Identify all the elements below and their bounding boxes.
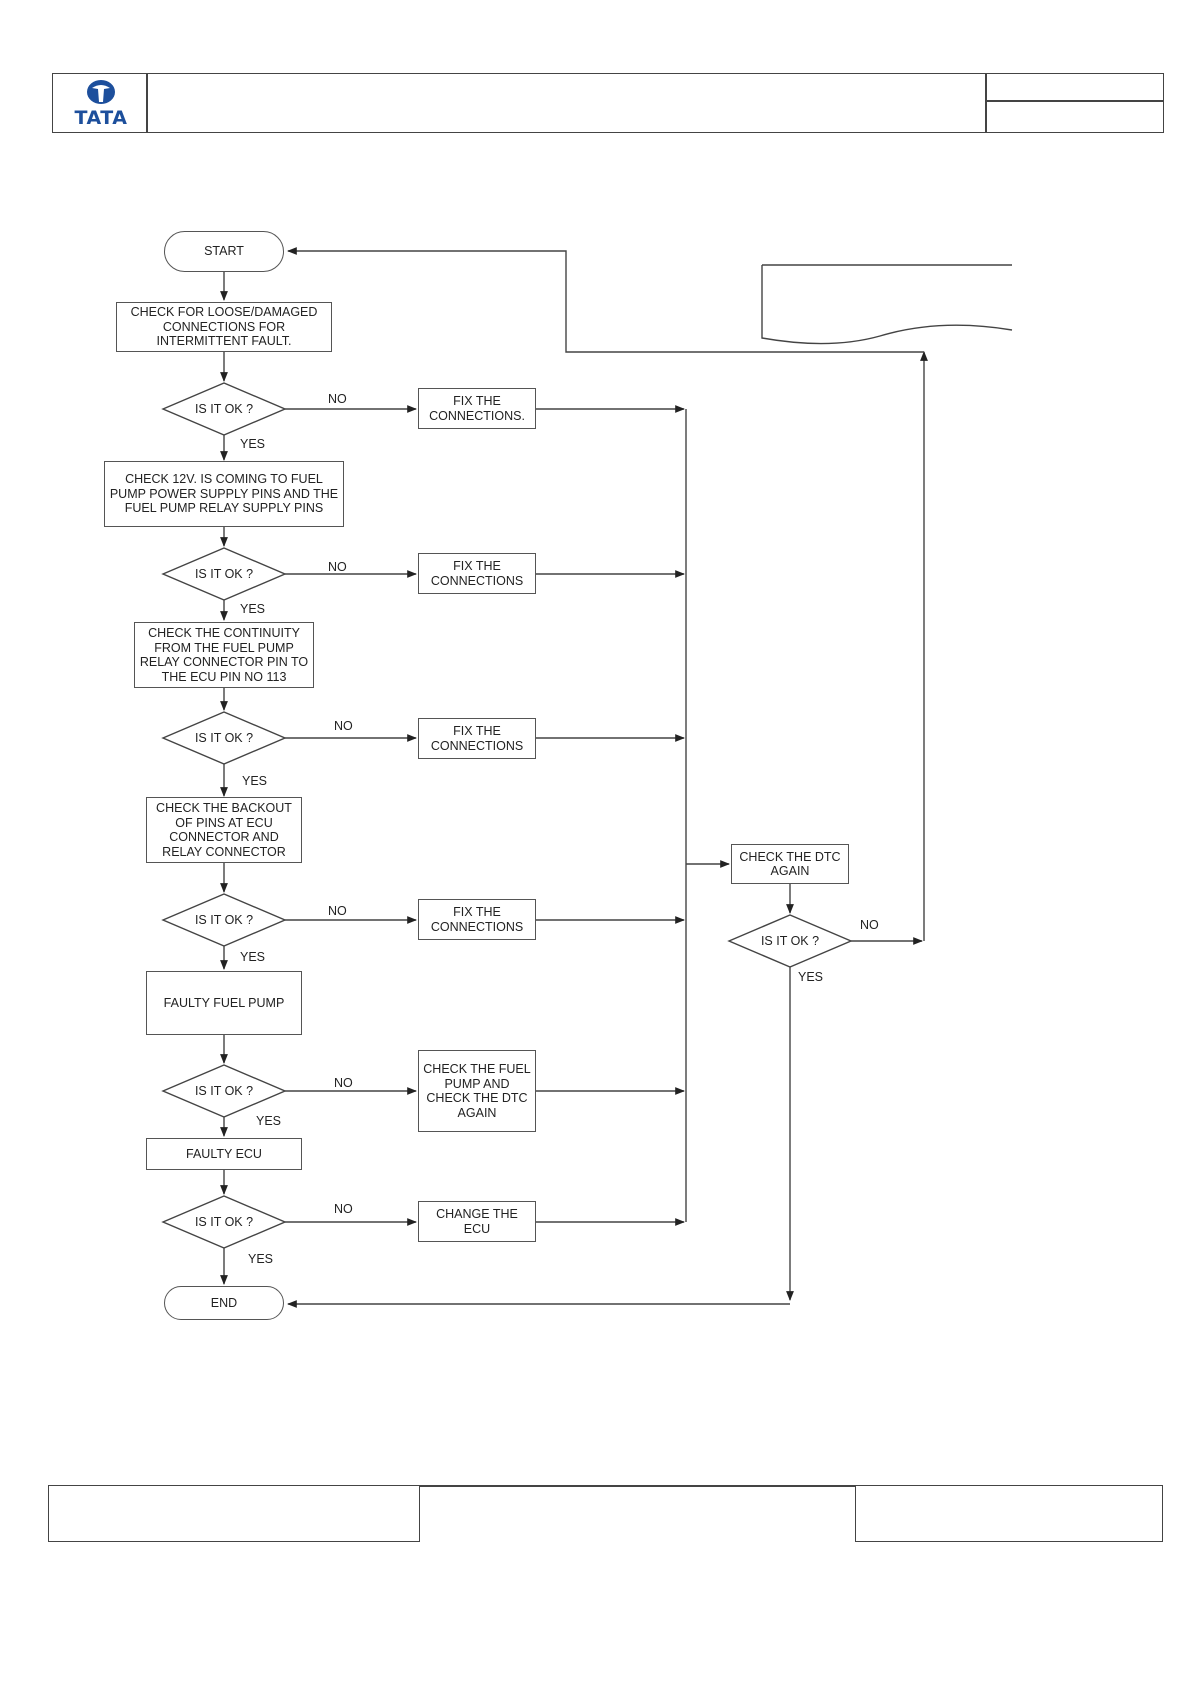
fix-connections-box-2: FIX THE CONNECTIONS bbox=[418, 553, 536, 594]
tata-logo-text: TATA bbox=[74, 107, 128, 129]
no-label-6: NO bbox=[334, 1202, 353, 1216]
yes-label-5: YES bbox=[256, 1114, 282, 1128]
yes-label-4: YES bbox=[240, 950, 266, 964]
check-loose-connections-box: CHECK FOR LOOSE/DAMAGED CONNECTIONS FOR … bbox=[116, 302, 332, 352]
fix-connections-box-1: FIX THE CONNECTIONS. bbox=[418, 388, 536, 429]
check-fuel-pump-dtc-box: CHECK THE FUEL PUMP AND CHECK THE DTC AG… bbox=[418, 1050, 536, 1132]
yes-label-6: YES bbox=[248, 1252, 274, 1266]
decision-3-label: IS IT OK ? bbox=[194, 730, 254, 745]
decision-5-label: IS IT OK ? bbox=[194, 1083, 254, 1098]
yes-label-2: YES bbox=[240, 602, 266, 616]
no-label-2: NO bbox=[328, 560, 347, 574]
no-label-4: NO bbox=[328, 904, 347, 918]
header-divider-horizontal bbox=[985, 100, 1164, 102]
tata-logo-icon bbox=[87, 80, 115, 104]
tata-logo: TATA bbox=[66, 76, 136, 130]
check-dtc-again-box: CHECK THE DTC AGAIN bbox=[731, 844, 849, 884]
no-label-5: NO bbox=[334, 1076, 353, 1090]
header-divider-left bbox=[146, 73, 148, 133]
header-frame bbox=[52, 73, 1164, 133]
change-ecu-box: CHANGE THE ECU bbox=[418, 1201, 536, 1242]
fix-connections-box-4: FIX THE CONNECTIONS bbox=[418, 899, 536, 940]
faulty-ecu-box: FAULTY ECU bbox=[146, 1138, 302, 1170]
fix-connections-box-3: FIX THE CONNECTIONS bbox=[418, 718, 536, 759]
no-label-1: NO bbox=[328, 392, 347, 406]
decision-6-label: IS IT OK ? bbox=[194, 1214, 254, 1229]
decision-dtc-label: IS IT OK ? bbox=[760, 933, 820, 948]
decision-1-label: IS IT OK ? bbox=[194, 401, 254, 416]
no-label-3: NO bbox=[334, 719, 353, 733]
check-continuity-box: CHECK THE CONTINUITY FROM THE FUEL PUMP … bbox=[134, 622, 314, 688]
decision-2-label: IS IT OK ? bbox=[194, 566, 254, 581]
no-label-dtc: NO bbox=[860, 918, 879, 932]
end-terminal: END bbox=[164, 1286, 284, 1320]
check-12v-box: CHECK 12V. IS COMING TO FUEL PUMP POWER … bbox=[104, 461, 344, 527]
footer-cell-left bbox=[48, 1485, 420, 1542]
start-terminal: START bbox=[164, 231, 284, 272]
yes-label-dtc: YES bbox=[798, 970, 824, 984]
header-divider-right bbox=[985, 73, 987, 133]
check-backout-box: CHECK THE BACKOUT OF PINS AT ECU CONNECT… bbox=[146, 797, 302, 863]
faulty-fuel-pump-box: FAULTY FUEL PUMP bbox=[146, 971, 302, 1035]
yes-label-1: YES bbox=[240, 437, 266, 451]
footer-rule-middle bbox=[420, 1485, 855, 1487]
yes-label-3: YES bbox=[242, 774, 268, 788]
decision-4-label: IS IT OK ? bbox=[194, 912, 254, 927]
footer-cell-right bbox=[855, 1485, 1163, 1542]
